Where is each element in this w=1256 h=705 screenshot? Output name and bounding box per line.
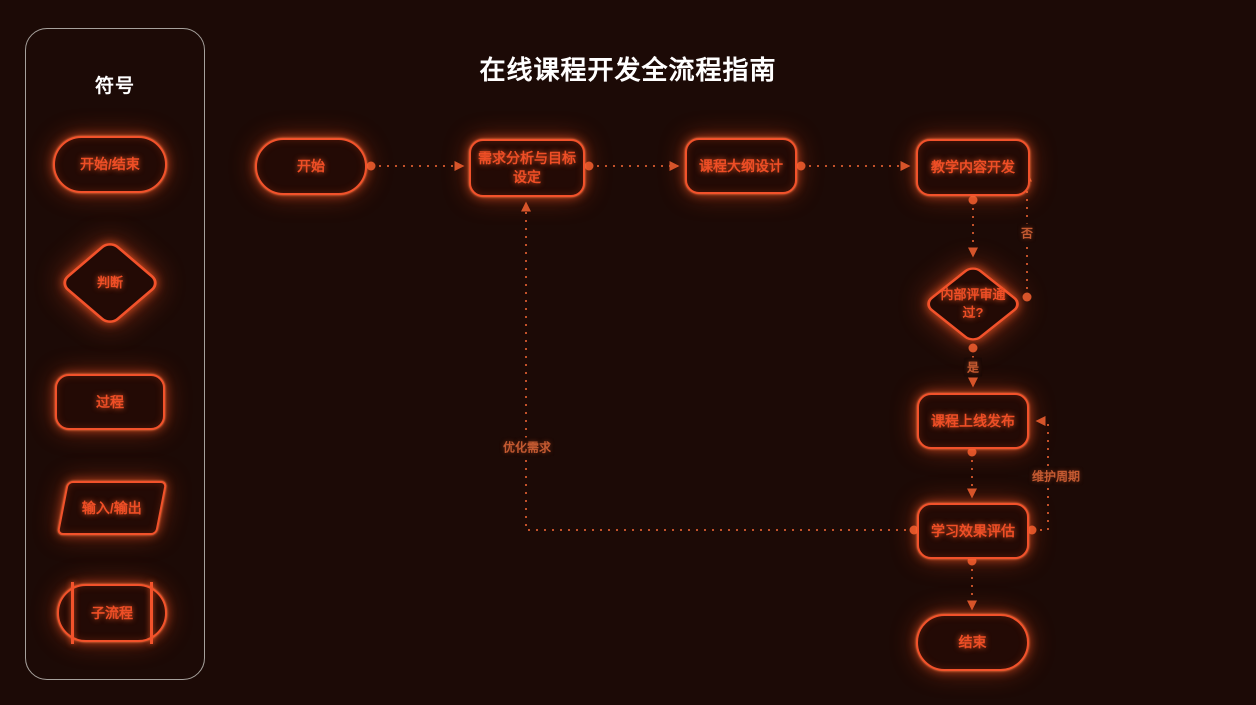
edge-evaluation-to-requirements [521,201,919,535]
legend-label-start-end: 开始/结束 [80,156,140,173]
node-review-label: 内部评审通过? [940,286,1006,320]
legend-shape-process: 过程 [55,374,165,430]
node-end-label: 结束 [958,634,987,651]
legend-shape-subprocess: 子流程 [57,582,167,644]
page-title: 在线课程开发全流程指南 [479,55,777,85]
legend-panel: 符号 [25,28,205,680]
legend-label-subprocess: 子流程 [91,604,133,621]
legend-shape-decision [63,243,157,323]
edge-label-no: 否 [1017,223,1037,243]
legend-label-process: 过程 [96,393,124,410]
node-evaluation-label: 学习效果评估 [931,522,1015,539]
node-launch-label: 课程上线发布 [931,412,1015,429]
edge-label-yes: 是 [963,357,983,377]
node-launch: 课程上线发布 [917,393,1029,449]
node-end: 结束 [916,614,1029,671]
subprocess-bar-right [150,582,153,644]
node-evaluation: 学习效果评估 [917,503,1029,559]
node-requirements: 需求分析与目标设定 [469,139,585,197]
node-content-dev: 教学内容开发 [916,139,1030,196]
legend-label-decision: 判断 [96,274,123,290]
subprocess-bar-left [71,582,74,644]
legend-title: 符号 [94,76,135,97]
node-outline: 课程大纲设计 [685,138,797,194]
edge-evaluation-to-launch [1027,416,1049,535]
edge-label-optimize: 优化需求 [499,437,555,457]
legend-shape-start-end: 开始/结束 [53,136,167,193]
node-content-dev-label: 教学内容开发 [931,159,1015,176]
node-start: 开始 [255,138,367,195]
node-review-diamond [927,267,1019,341]
node-requirements-label: 需求分析与目标设定 [478,150,576,185]
node-outline-label: 课程大纲设计 [699,157,783,174]
node-start-label: 开始 [297,158,325,175]
edge-label-maintain: 维护周期 [1028,466,1084,486]
